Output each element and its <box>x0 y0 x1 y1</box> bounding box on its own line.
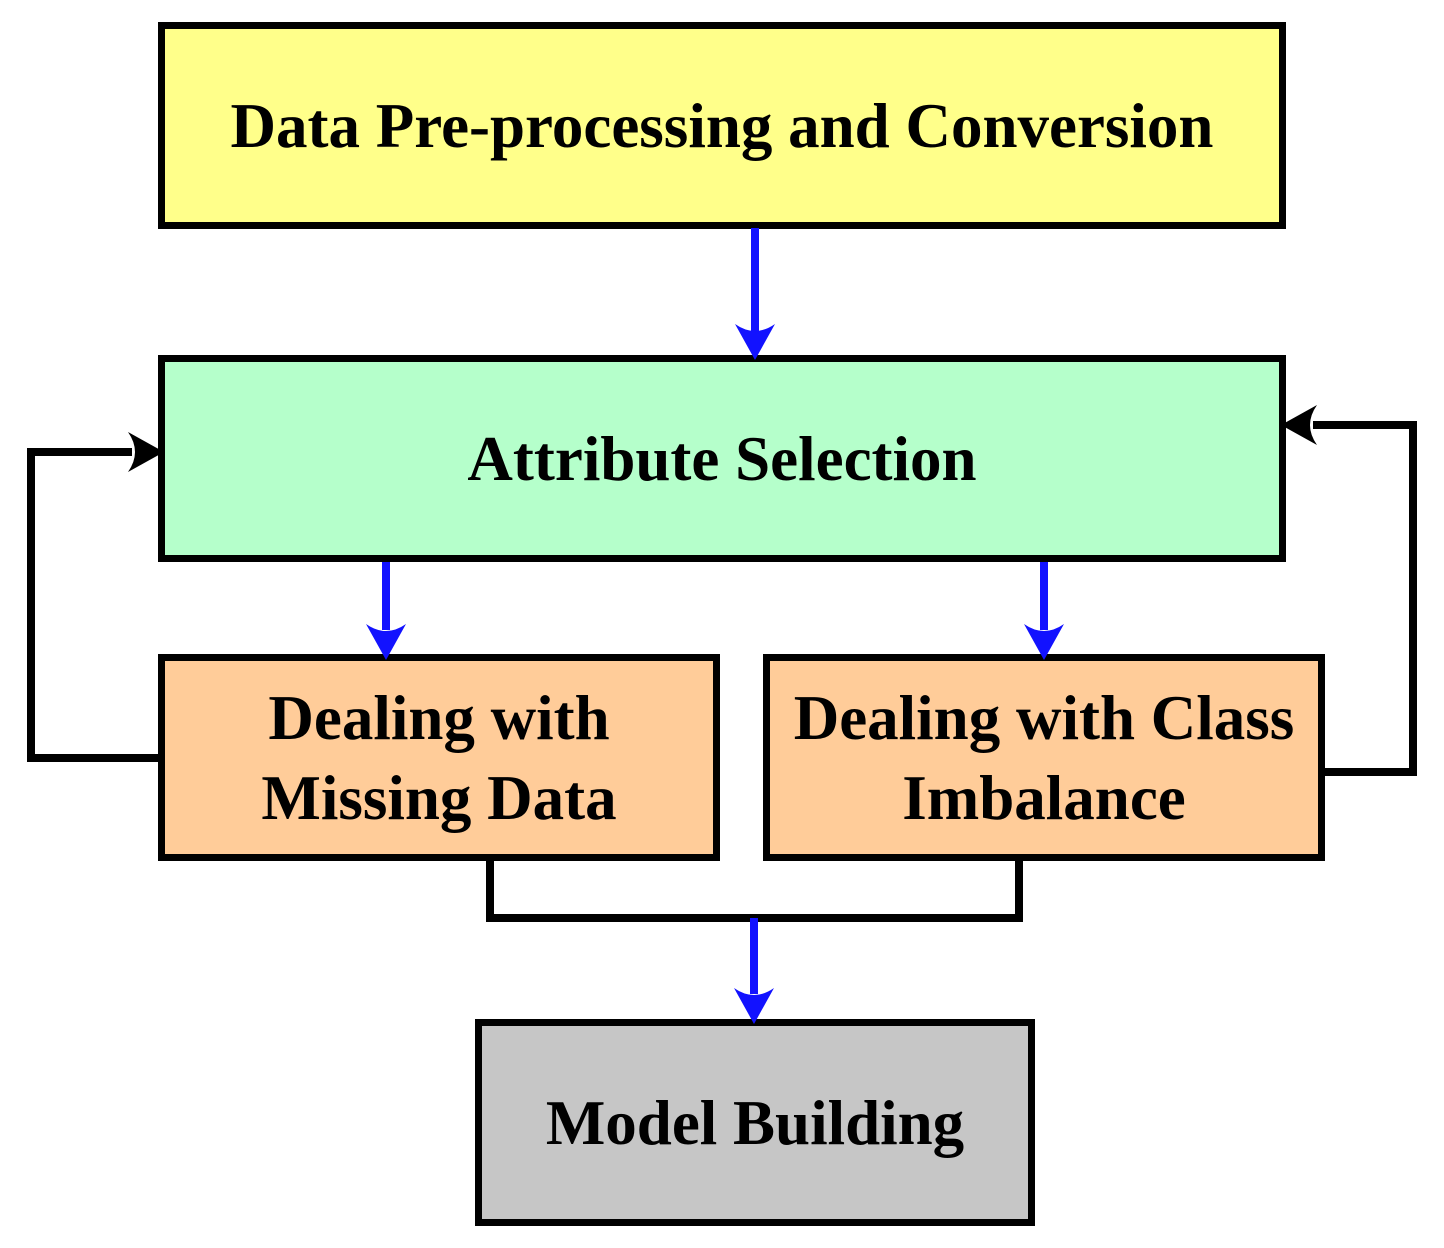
feedback-line <box>1313 421 1417 776</box>
node-data-preprocessing-label: Data Pre-processing and Conversion <box>230 90 1214 161</box>
flow-arrow-merge-to-model <box>734 918 774 1024</box>
node-dealing-class-imbalance-label: Dealing with Class Imbalance <box>793 682 1295 833</box>
merge-connector <box>486 854 1023 922</box>
node-model-building-label: Model Building <box>545 1087 965 1158</box>
node-attribute-selection: Attribute Selection <box>158 355 1286 562</box>
flow-arrow-preprocessing-to-attribute <box>735 228 775 360</box>
flow-arrow-attribute-to-missing <box>366 562 406 660</box>
node-data-preprocessing: Data Pre-processing and Conversion <box>158 22 1286 229</box>
feedback-line <box>27 448 162 762</box>
merge-lines <box>486 854 1023 922</box>
feedback-loop-left <box>27 432 164 762</box>
node-attribute-selection-label: Attribute Selection <box>467 423 977 494</box>
arrowhead-left-icon <box>1281 405 1317 445</box>
flow-arrow-attribute-to-imbalance <box>1024 562 1064 660</box>
node-dealing-class-imbalance: Dealing with Class Imbalance <box>763 654 1325 861</box>
node-dealing-missing-data-label: Dealing with Missing Data <box>261 682 617 833</box>
node-model-building: Model Building <box>475 1019 1035 1226</box>
node-dealing-missing-data: Dealing with Missing Data <box>158 654 720 861</box>
